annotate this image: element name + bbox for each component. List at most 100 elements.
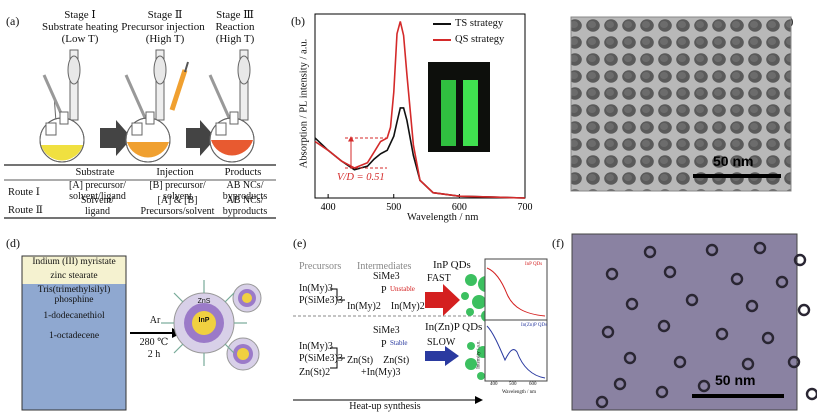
stage-2-desc: Precursor injection (121, 21, 205, 33)
nanoparticle (793, 253, 807, 267)
bottom-speed: SLOW (427, 337, 456, 348)
nanoparticle (613, 377, 627, 391)
shell-label: ZnS (197, 298, 211, 305)
nanoparticle (745, 299, 759, 313)
fast-arrow-icon (425, 284, 460, 316)
nanoparticle (623, 351, 637, 365)
route-2-substrate: Solvent/ ligand (80, 195, 115, 217)
scale-bar-f (692, 394, 784, 398)
top-intermediate-p: P (381, 285, 387, 296)
panel-f: (f) 50 nm (552, 228, 817, 413)
bottom-intermediate-sime3: SiMe3 (373, 325, 400, 336)
stage-2-temp: (High T) (145, 33, 185, 45)
intermediates-title: Intermediates (357, 261, 412, 272)
arrow-top-label: Ar (149, 315, 161, 326)
scale-bar-c (693, 174, 781, 178)
nanoparticle (605, 267, 619, 281)
core-label: InP (198, 317, 210, 324)
nanoparticle (601, 325, 615, 339)
bottom-precursor-3: Zn(St)2 (299, 367, 331, 378)
flask-3 (208, 49, 255, 163)
top-precursor-1: In(My)3 (299, 283, 333, 294)
nanoparticle (663, 265, 677, 279)
stage-arrow-2-icon (186, 120, 216, 156)
nanoparticle (595, 395, 609, 409)
legend-qs: QS strategy (455, 34, 505, 45)
flask-2 (124, 49, 189, 163)
panel-label: (a) (6, 14, 20, 28)
inset-bottom-legend: In(Zn)P QDs (521, 323, 548, 328)
stage-2-title: Stage Ⅱ (147, 9, 183, 21)
layer-4: 1-dodecanethiol (43, 311, 105, 321)
panel-c: (c) 50 nm (548, 0, 817, 200)
bottom-intermediate-extra: +In(My)3 (361, 367, 401, 378)
inset-xtick-1: 400 (490, 382, 498, 387)
nanoparticle (697, 379, 711, 393)
flask-3-liquid (211, 140, 253, 156)
nanoparticle (753, 241, 767, 255)
top-intermediate-bottom: In(My)2 In(My)2 (347, 301, 425, 312)
tem-image-c (570, 16, 792, 192)
series-qs-line (314, 21, 526, 199)
nanoparticle (805, 387, 817, 401)
layer-3: Tris(trimethylsilyl) phosphine (37, 285, 111, 305)
photo-inset (428, 62, 490, 152)
stage-3-temp: (High T) (215, 33, 255, 45)
table-header-products: Products (224, 167, 262, 178)
route-2-label: Route Ⅱ (8, 205, 43, 216)
layer-2: zinc stearate (50, 271, 98, 281)
nanoparticle (657, 319, 671, 333)
vial-2 (463, 80, 478, 146)
inset-ylabel: Intensity / a.u. (476, 340, 482, 369)
inset-top-curve (486, 267, 546, 317)
top-precursor-2: P(SiMe3)3 (299, 295, 343, 306)
nanoparticle (730, 272, 744, 286)
stage-1-title: Stage Ⅰ (64, 9, 96, 21)
x-tick-label: 400 (321, 202, 336, 213)
panel-label: (d) (6, 236, 20, 250)
arrow-time-label: 2 h (147, 349, 161, 360)
stage-arrow-1-icon (100, 120, 132, 156)
plot-frame (314, 13, 526, 199)
stage-3-title: Stage Ⅲ (216, 9, 254, 21)
scale-bar-label: 50 nm (715, 372, 756, 388)
y-axis-label: Absorption / PL intensity / a.u. (298, 38, 310, 169)
flask-1-liquid (41, 145, 83, 161)
mechanism-diagram (293, 258, 548, 404)
table-header-substrate: Substrate (75, 167, 115, 178)
inset-top-legend: InP QDs (525, 262, 543, 267)
qd-small-2 (226, 337, 260, 371)
nanoparticle (643, 245, 657, 259)
slow-arrow-icon (425, 346, 459, 366)
panel-a: (a) Stage Ⅰ Substrate heating (Low T) St… (0, 0, 280, 220)
qd-small-1 (232, 283, 262, 313)
top-speed: FAST (427, 273, 451, 284)
nanoparticle (715, 327, 729, 341)
nanoparticle (685, 293, 699, 307)
tem-image-f (571, 233, 817, 411)
layer-5: 1-octadecene (48, 331, 100, 341)
nanoparticle (655, 385, 669, 399)
flask-1 (39, 49, 85, 163)
panel-d: (d) Indium (III) myristate (0, 228, 280, 413)
route-2-injection: [A] & [B] Precursors/solvent (140, 195, 215, 217)
stage-1-desc: Substrate heating (41, 21, 119, 33)
legend-ts: TS strategy (455, 18, 504, 29)
layer-1: Indium (III) myristate (32, 257, 116, 267)
route-1-label: Route Ⅰ (8, 187, 40, 198)
vd-arrow-head-icon (348, 136, 354, 142)
inset-xtick-3: 600 (529, 382, 537, 387)
nanoparticle (797, 303, 811, 317)
vial-1 (441, 80, 456, 146)
bottom-precursor-1: In(My)3 (299, 341, 333, 352)
stage-1-temp: (Low T) (61, 33, 99, 45)
panel-label: (e) (293, 236, 307, 250)
series-ts-line (314, 107, 526, 199)
route-1-injection: [B] precursor/ solvent (149, 180, 206, 202)
nanoparticle (625, 297, 639, 311)
nanoparticle (787, 355, 801, 369)
flask-reaction-diagram (21, 255, 262, 411)
scale-bar-label: 50 nm (713, 153, 754, 169)
top-unstable-label: Unstable (390, 285, 415, 293)
